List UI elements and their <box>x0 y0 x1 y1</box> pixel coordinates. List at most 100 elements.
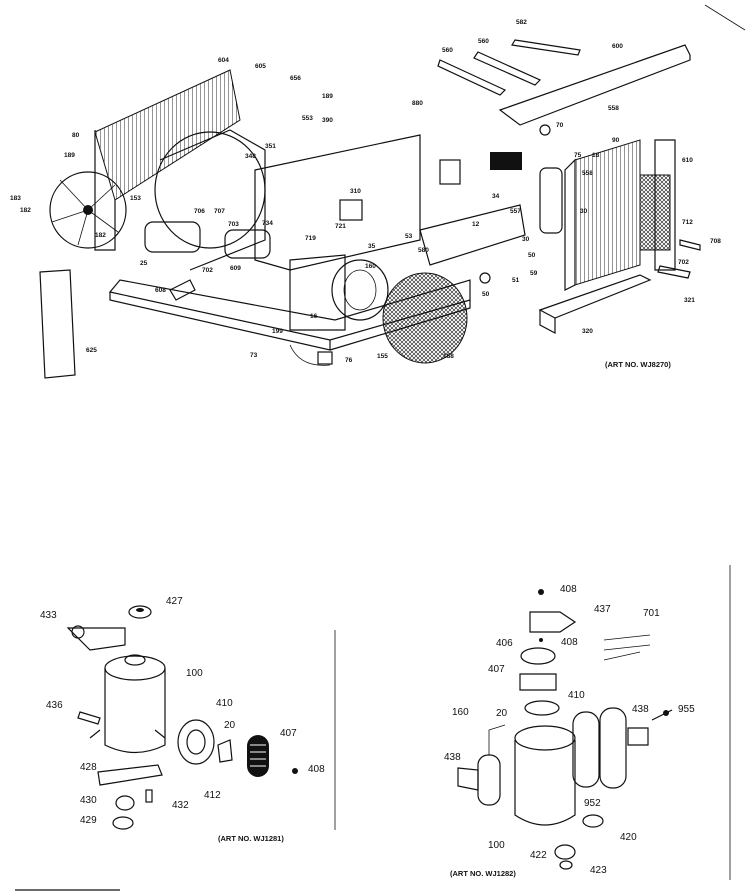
top-label: 719 <box>305 235 316 242</box>
top-label: 880 <box>412 100 423 107</box>
br-label: 701 <box>643 608 660 619</box>
top-label: 155 <box>377 353 388 360</box>
br-label: 423 <box>590 865 607 876</box>
bl-label: 429 <box>80 815 97 826</box>
fan-blade-icon <box>49 171 127 249</box>
top-labels: 604 605 656 189 553 390 348 351 80 189 1… <box>10 19 721 369</box>
top-label: 51 <box>512 277 520 284</box>
br-label: 420 <box>620 832 637 843</box>
top-label: 183 <box>10 195 21 202</box>
top-label: 182 <box>20 207 31 214</box>
bl-label: 427 <box>166 596 183 607</box>
top-label: 53 <box>405 233 413 240</box>
top-label: 605 <box>255 63 266 70</box>
top-label: 351 <box>265 143 276 150</box>
br-label: 20 <box>496 708 508 719</box>
top-label: 609 <box>230 265 241 272</box>
top-label: 557 <box>510 208 521 215</box>
top-label: 560 <box>478 38 489 45</box>
top-label: 712 <box>682 219 693 226</box>
top-label: 34 <box>492 193 500 200</box>
top-label: 25 <box>140 260 148 267</box>
compressor-icon <box>514 740 576 826</box>
top-label: 656 <box>290 75 301 82</box>
bl-label: 432 <box>172 800 189 811</box>
top-label: 18 <box>592 152 600 159</box>
bottom-right-labels: 408 437 701 406 408 407 410 160 20 438 9… <box>444 584 695 878</box>
br-label: 410 <box>568 690 585 701</box>
br-label: 437 <box>594 604 611 615</box>
top-label: 76 <box>345 357 353 364</box>
top-label: 608 <box>155 287 166 294</box>
bottom-left-labels: 433 427 100 436 410 20 407 428 408 412 4… <box>40 596 325 843</box>
compressor-icon <box>104 668 166 754</box>
blower-wheel-icon <box>331 259 389 321</box>
top-art-number: (ART NO. WJ8270) <box>605 360 671 369</box>
top-label: 50 <box>528 252 536 259</box>
bl-label: 412 <box>204 790 221 801</box>
bl-label: 410 <box>216 698 233 709</box>
bl-label: 20 <box>224 720 236 731</box>
top-label: 90 <box>612 137 620 144</box>
top-label: 558 <box>608 105 619 112</box>
top-label: 553 <box>302 115 313 122</box>
bl-label: 436 <box>46 700 63 711</box>
bl-label: 408 <box>308 764 325 775</box>
top-label: 30 <box>522 236 530 243</box>
grille-icon <box>382 272 468 364</box>
top-label: 189 <box>64 152 75 159</box>
top-label: 188 <box>443 353 454 360</box>
frame-corner <box>704 4 746 31</box>
top-label: 189 <box>322 93 333 100</box>
top-label: 734 <box>262 220 273 227</box>
top-label: 12 <box>472 221 480 228</box>
top-label: 80 <box>72 132 80 139</box>
top-label: 702 <box>202 267 213 274</box>
top-label: 558 <box>582 170 593 177</box>
bl-label: 100 <box>186 668 203 679</box>
bl-label: 428 <box>80 762 97 773</box>
top-label: 604 <box>218 57 229 64</box>
br-label: 438 <box>632 704 649 715</box>
br-label: 955 <box>678 704 695 715</box>
top-label: 73 <box>250 352 258 359</box>
top-label: 310 <box>350 188 361 195</box>
top-label: 50 <box>482 291 490 298</box>
bl-label: 407 <box>280 728 297 739</box>
top-label: 703 <box>228 221 239 228</box>
top-label: 320 <box>582 328 593 335</box>
top-label: 560 <box>442 47 453 54</box>
br-label: 160 <box>452 707 469 718</box>
bl-label: 430 <box>80 795 97 806</box>
top-label: 30 <box>580 208 588 215</box>
top-label: 75 <box>574 152 582 159</box>
br-label: 407 <box>488 664 505 675</box>
top-label: 199 <box>272 328 283 335</box>
top-label: 708 <box>710 238 721 245</box>
br-art-number: (ART NO. WJ1282) <box>450 869 516 878</box>
bottom-left-view <box>66 605 336 830</box>
top-label: 16 <box>310 313 318 320</box>
top-label: 580 <box>418 247 429 254</box>
terminal-cover-icon <box>247 735 269 777</box>
br-label: 408 <box>561 637 578 648</box>
bottom-right-view <box>457 565 731 880</box>
br-label: 438 <box>444 752 461 763</box>
bl-art-number: (ART NO. WJ1281) <box>218 834 284 843</box>
br-label: 422 <box>530 850 547 861</box>
top-label: 348 <box>245 153 256 160</box>
top-exploded-view <box>39 39 701 379</box>
top-label: 600 <box>612 43 623 50</box>
top-label: 721 <box>335 223 346 230</box>
br-label: 100 <box>488 840 505 851</box>
top-label: 390 <box>322 117 333 124</box>
top-label: 702 <box>678 259 689 266</box>
bl-label: 433 <box>40 610 57 621</box>
top-label: 182 <box>95 232 106 239</box>
top-label: 160 <box>365 263 376 270</box>
top-label: 707 <box>214 208 225 215</box>
br-label: 406 <box>496 638 513 649</box>
motor-icon <box>144 221 201 253</box>
br-label: 408 <box>560 584 577 595</box>
